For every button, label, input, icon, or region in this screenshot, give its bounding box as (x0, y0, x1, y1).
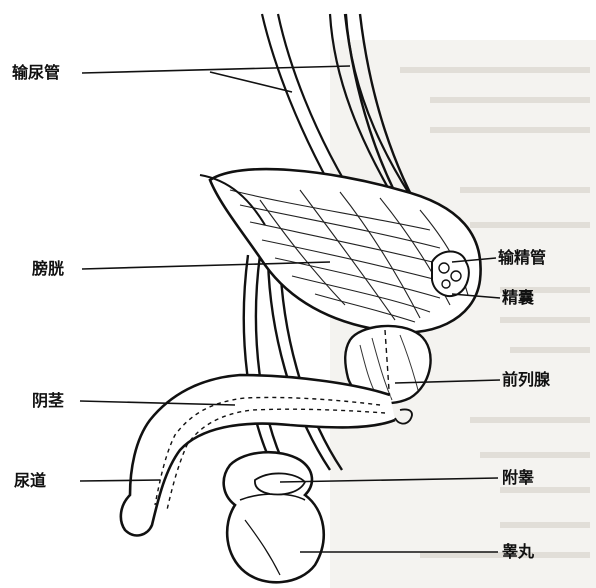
seminal-vesicle (432, 252, 469, 297)
label-ureter: 输尿管 (12, 64, 60, 82)
label-vas-deferens: 输精管 (498, 249, 546, 267)
label-urethra: 尿道 (14, 472, 46, 490)
testis (224, 452, 324, 582)
label-testis: 睾丸 (502, 543, 534, 561)
label-prostate: 前列腺 (502, 371, 550, 389)
urethra-leader (80, 480, 160, 481)
label-seminal-vesicle: 精囊 (502, 289, 534, 307)
label-penis: 阴茎 (32, 392, 64, 410)
label-bladder: 膀胱 (32, 260, 64, 278)
label-epididymis: 附睾 (502, 469, 534, 487)
